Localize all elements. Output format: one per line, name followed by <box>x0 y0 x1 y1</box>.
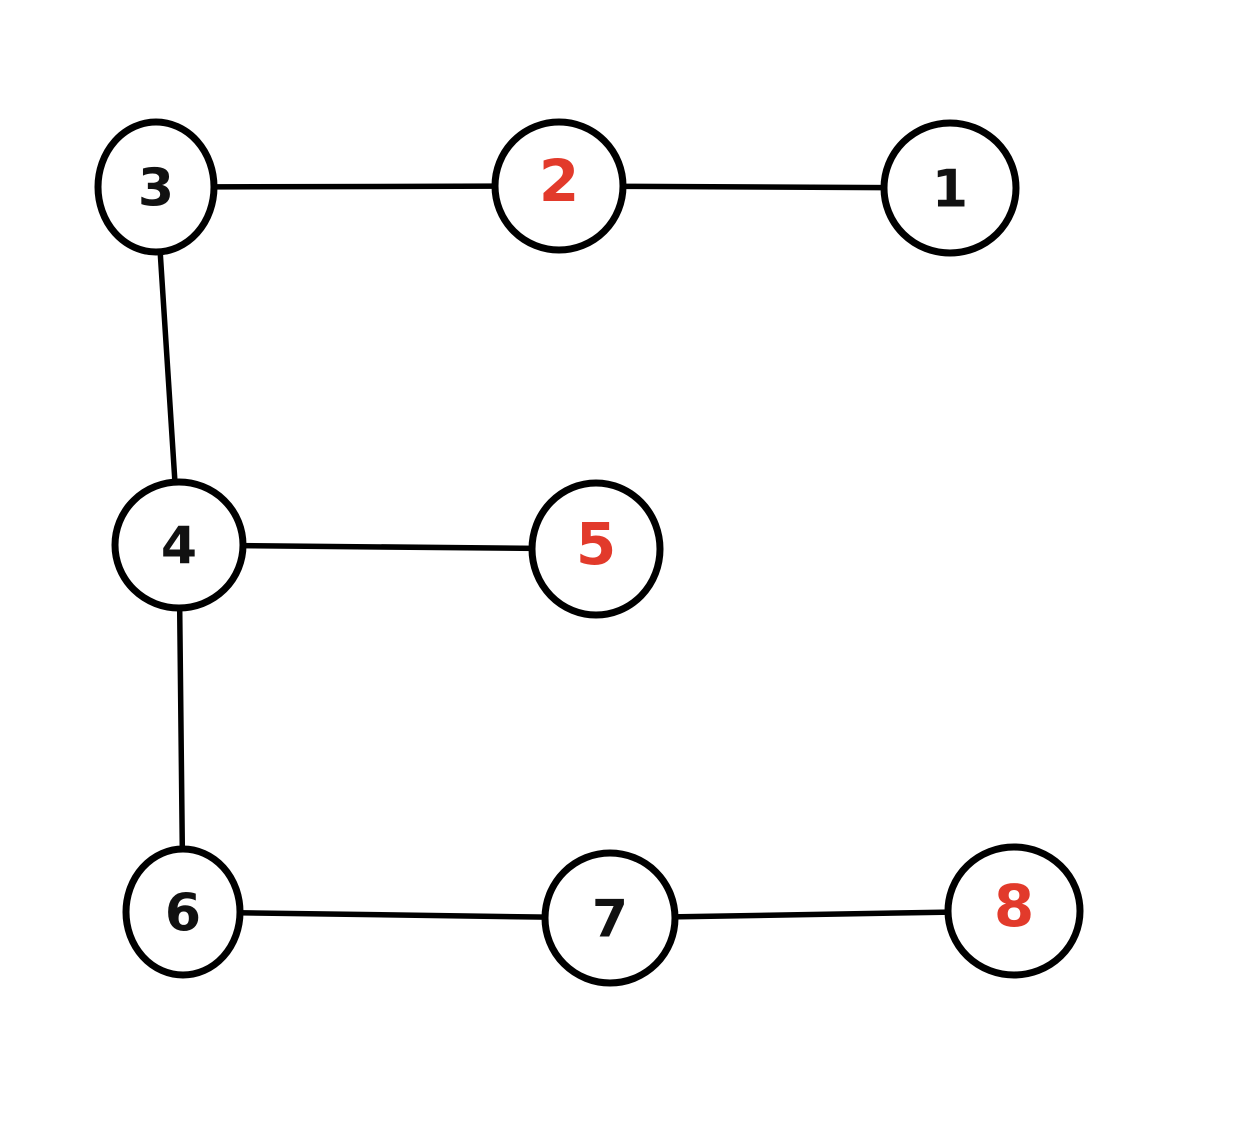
graph-node-4[interactable]: 4 <box>111 478 247 612</box>
graph-node-2[interactable]: 2 <box>491 118 627 254</box>
node-circle-6 <box>122 845 244 979</box>
node-circle-5 <box>528 479 664 619</box>
node-label-7: 7 <box>592 890 628 950</box>
graph-node-5[interactable]: 5 <box>528 479 664 619</box>
graph-node-8[interactable]: 8 <box>944 843 1084 979</box>
graph-edge-6-7 <box>235 910 550 920</box>
node-circle-4 <box>111 478 247 612</box>
graph-edge-4-5 <box>238 542 537 552</box>
node-label-3: 3 <box>138 159 174 219</box>
graph-edge-2-1 <box>618 183 889 191</box>
node-circle-2 <box>491 118 627 254</box>
node-circle-7 <box>541 849 679 987</box>
node-label-4: 4 <box>161 517 197 577</box>
graph-node-6[interactable]: 6 <box>122 845 244 979</box>
graph-node-3[interactable]: 3 <box>94 118 218 256</box>
graph-edge-3-4 <box>157 247 178 487</box>
graph-node-1[interactable]: 1 <box>880 119 1020 257</box>
node-circle-8 <box>944 843 1084 979</box>
graph-node-7[interactable]: 7 <box>541 849 679 987</box>
node-label-8: 8 <box>994 872 1034 940</box>
node-label-1: 1 <box>932 160 968 220</box>
node-circle-3 <box>94 118 218 256</box>
node-label-6: 6 <box>165 884 201 944</box>
graph-edge-7-8 <box>670 909 953 920</box>
node-label-5: 5 <box>576 510 616 578</box>
graph-edge-4-6 <box>176 603 186 854</box>
node-label-2: 2 <box>539 147 579 215</box>
graph-edge-3-2 <box>209 183 500 190</box>
node-circle-1 <box>880 119 1020 257</box>
